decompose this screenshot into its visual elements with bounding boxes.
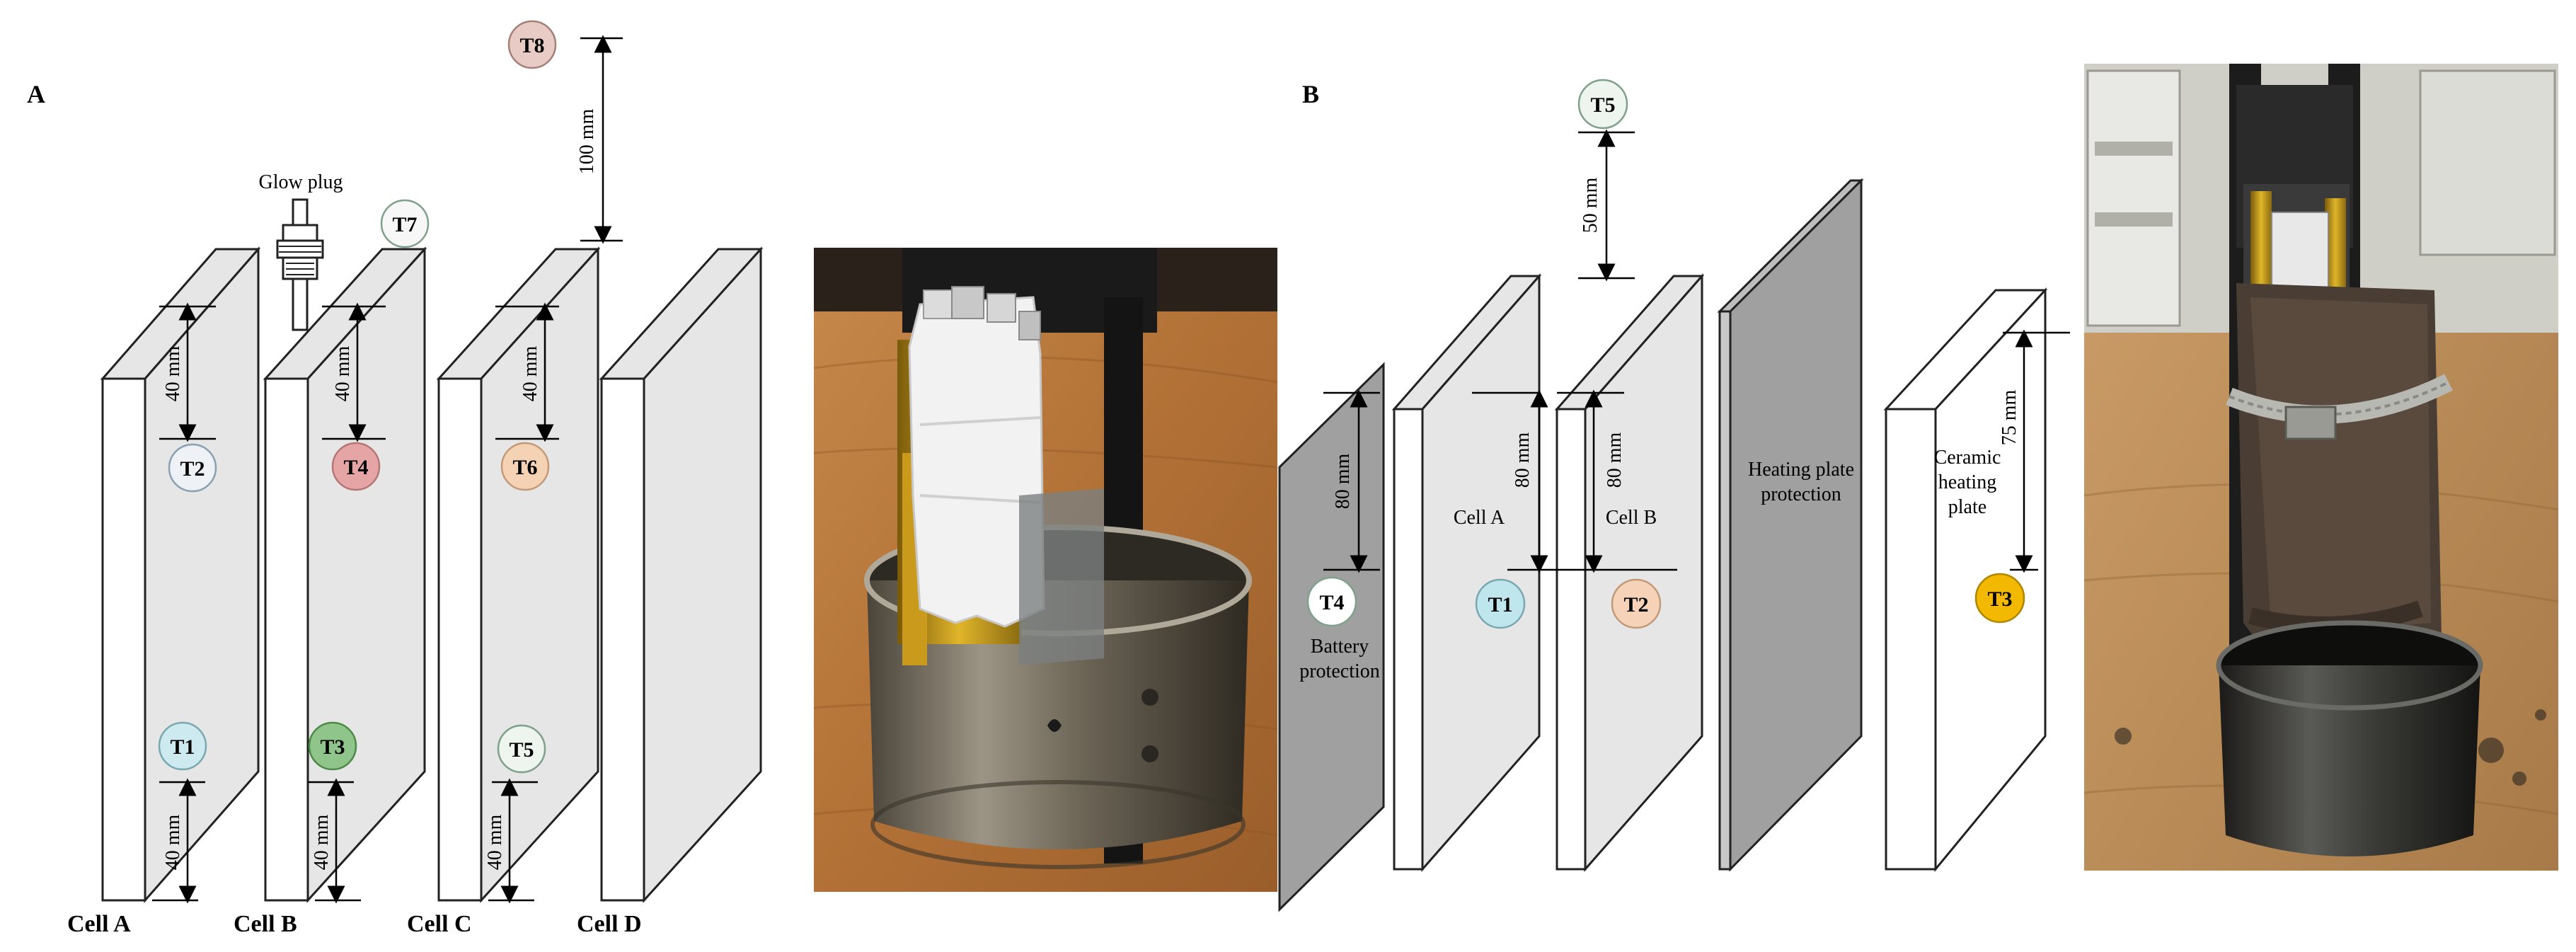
label-ceramic-2: heating [1938, 471, 1996, 493]
dim-b-t5: 50 mm [1578, 129, 1635, 282]
panel-a-letter: A [27, 80, 45, 108]
sensor-t1-circle [158, 721, 207, 771]
dim-b-cell-b: 80 mm [1557, 389, 1626, 573]
label-heating-plate-protection-1: Heating plate [1748, 459, 1854, 481]
panel-a: A [27, 20, 764, 937]
sensor-t7-label: T7 [392, 213, 417, 236]
sensor-t5: T5 [497, 724, 546, 774]
panel-b: B [1278, 79, 2070, 912]
dim-top-a: 40 mm [159, 302, 216, 442]
cell-d-label: Cell D [577, 911, 642, 937]
plate-cell-c [436, 246, 601, 903]
sensor-t3: T3 [308, 721, 357, 771]
dim-b-t5-label: 50 mm [1580, 178, 1602, 234]
label-battery-protection-1: Battery [1311, 636, 1369, 658]
label-ceramic-1: Ceramic [1934, 447, 2001, 469]
dim-top-b: 40 mm [322, 302, 386, 442]
glow-plug-icon [276, 198, 324, 331]
sensor-b-t2-label: T2 [1623, 593, 1648, 616]
dim-bottom-a: 40 mm [152, 778, 205, 904]
sensor-t8-label: T8 [519, 34, 544, 57]
sensor-t2-label: T2 [180, 457, 205, 481]
dim-b-cell-a: 80 mm [1472, 389, 1677, 573]
label-b-cell-b: Cell B [1606, 507, 1657, 529]
photo-clamped-stack [2083, 64, 2559, 871]
label-ceramic-3: plate [1948, 496, 1986, 518]
plate-heating-protection [1717, 178, 1864, 872]
sensor-t6-label: T6 [512, 456, 537, 479]
plate-cell-d [599, 246, 764, 903]
sensor-t4-label: T4 [343, 456, 368, 479]
sensor-b-t1: T1 [1475, 578, 1526, 629]
dim-b-battery-label: 80 mm [1332, 454, 1354, 510]
sensor-b-t4-label: T4 [1319, 591, 1344, 614]
plate-b-cell-a [1391, 273, 1542, 872]
sensor-b-t3: T3 [1974, 573, 2025, 624]
dim-bottom-a-label: 40 mm [162, 815, 184, 871]
sensor-b-t5: T5 [1577, 79, 1628, 130]
label-battery-protection-2: protection [1299, 660, 1380, 682]
label-b-cell-a: Cell A [1454, 507, 1505, 529]
sensor-b-t1-label: T1 [1488, 593, 1512, 616]
dim-bottom-b-label: 40 mm [311, 815, 333, 871]
sensor-t1-label: T1 [170, 735, 195, 759]
dim-t8: 100 mm [576, 35, 623, 244]
sensor-t8: T8 [507, 20, 557, 69]
plate-b-cell-b [1554, 273, 1705, 872]
glow-plug-label: Glow plug [259, 171, 343, 193]
sensor-t6: T6 [500, 442, 550, 491]
sensor-t4: T4 [331, 442, 381, 491]
dim-top-a-label: 40 mm [162, 346, 184, 402]
sensor-t2: T2 [168, 443, 217, 493]
sensor-t7: T7 [380, 199, 430, 248]
dim-top-c: 40 mm [495, 302, 559, 442]
panel-b-letter: B [1302, 80, 1319, 108]
dim-bottom-c: 40 mm [484, 778, 538, 904]
dim-bottom-b: 40 mm [308, 778, 361, 904]
dim-bottom-c-label: 40 mm [484, 815, 506, 871]
sensor-t1: T1 [158, 721, 207, 771]
dim-b-ceramic: 75 mm [1999, 329, 2070, 573]
dim-b-battery: 80 mm [1323, 389, 1380, 573]
dim-top-b-label: 40 mm [332, 346, 354, 402]
sensor-b-t3-label: T3 [1987, 587, 2012, 611]
sensor-b-t2: T2 [1611, 578, 1662, 629]
dim-b-cell-a-label: 80 mm [1512, 432, 1534, 488]
dim-top-c-label: 40 mm [519, 346, 541, 402]
dim-t8-label: 100 mm [576, 109, 598, 175]
plate-ceramic-heating [1883, 287, 2048, 873]
sensor-b-t5-label: T5 [1590, 93, 1615, 117]
photo-taped-cells [813, 248, 1278, 892]
label-heating-plate-protection-2: protection [1761, 483, 1841, 505]
sensor-t3-label: T3 [320, 735, 345, 759]
sensor-t5-label: T5 [509, 738, 534, 762]
cell-b-label: Cell B [234, 911, 297, 937]
sensor-b-t4: T4 [1306, 576, 1357, 627]
cell-a-label: Cell A [67, 911, 131, 937]
dim-b-cell-b-label: 80 mm [1604, 432, 1626, 488]
cell-c-label: Cell C [407, 911, 472, 937]
dim-b-ceramic-label: 75 mm [1999, 390, 2020, 446]
